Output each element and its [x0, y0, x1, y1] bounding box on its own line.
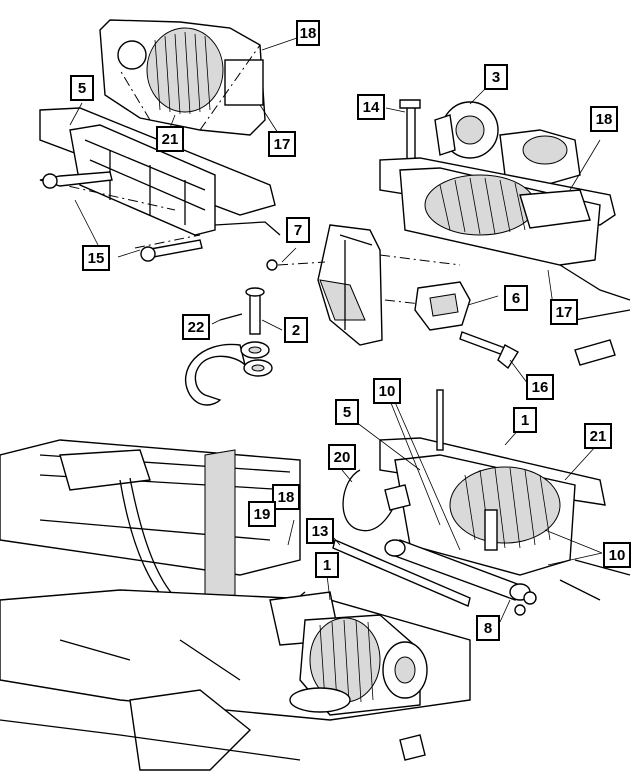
top-left-winch-assembly: [99, 19, 266, 136]
top-right-winch-assembly: [379, 99, 631, 366]
callout-21: 21: [156, 126, 184, 152]
pin-and-shackle: [184, 287, 273, 406]
callout-7: 7: [286, 217, 310, 243]
top-left-frame-crossmember: [39, 44, 281, 262]
leader-lines: [69, 37, 603, 623]
mounting-bracket: [266, 224, 461, 346]
callout-18: 18: [590, 106, 618, 132]
callout-5: 5: [70, 75, 94, 101]
clevis-bracket: [414, 281, 471, 331]
bottom-right-winch-assembly: [332, 389, 631, 616]
callout-13: 13: [306, 518, 334, 544]
callout-17: 17: [550, 299, 578, 325]
callout-8: 8: [476, 615, 500, 641]
callout-1: 1: [513, 407, 537, 433]
callout-14: 14: [357, 94, 385, 120]
callout-10: 10: [373, 378, 401, 404]
vehicle-frame-view: [0, 439, 471, 771]
callout-6: 6: [504, 285, 528, 311]
callout-21: 21: [584, 423, 612, 449]
callout-19: 19: [248, 501, 276, 527]
callout-1: 1: [315, 552, 339, 578]
callout-17: 17: [268, 131, 296, 157]
callout-16: 16: [526, 374, 554, 400]
callout-18: 18: [272, 484, 300, 510]
callout-5: 5: [335, 399, 359, 425]
callout-15: 15: [82, 245, 110, 271]
callout-3: 3: [484, 64, 508, 90]
callout-20: 20: [328, 444, 356, 470]
callout-22: 22: [182, 314, 210, 340]
long-bolt: [459, 331, 519, 370]
callout-10: 10: [603, 542, 631, 568]
callout-2: 2: [284, 317, 308, 343]
callout-18: 18: [296, 20, 320, 46]
